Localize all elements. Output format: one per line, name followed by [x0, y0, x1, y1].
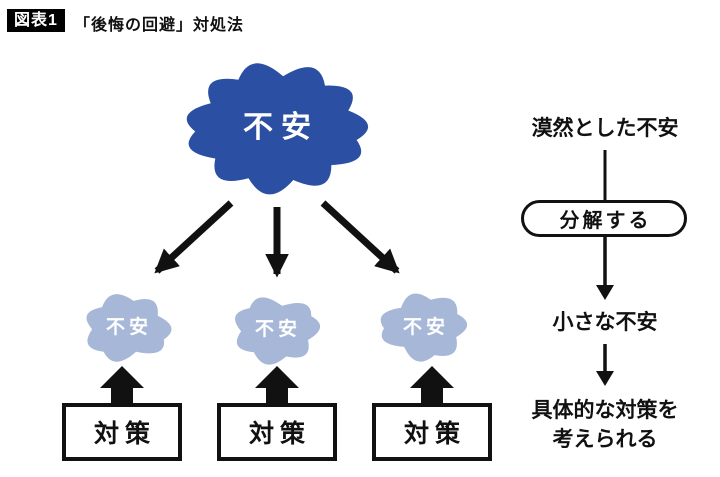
up-arrow-center-icon — [255, 366, 299, 404]
small-anxiety-cloud-1 — [86, 294, 172, 362]
up-arrow-left-icon — [100, 366, 144, 404]
flow-step-small-anxiety: 小さな不安 — [552, 311, 658, 334]
measure-box-label-3: 対策 — [403, 420, 466, 448]
small-cloud-label-1: 不安 — [105, 317, 152, 338]
big-anxiety-cloud — [186, 63, 369, 195]
measure-box-2: 対策 — [217, 403, 337, 461]
measure-box-1: 対策 — [62, 403, 182, 461]
split-arrow-left-icon — [154, 200, 234, 274]
split-arrow-right-icon — [320, 200, 400, 274]
flow-step-vague-anxiety: 漠然とした不安 — [531, 117, 679, 140]
small-cloud-label-3: 不安 — [402, 317, 449, 338]
flow-action-decompose: 分解する — [521, 200, 687, 237]
small-anxiety-cloud-3 — [380, 293, 468, 362]
measure-box-label-2: 対策 — [248, 420, 311, 448]
measure-box-label-1: 対策 — [93, 420, 156, 448]
flow-action-label: 分解する — [559, 210, 652, 232]
small-cloud-label-2: 不安 — [254, 319, 301, 340]
small-anxiety-cloud-2 — [235, 297, 321, 365]
flow-arrow-2-head-icon — [596, 371, 614, 386]
figure-title: 「後悔の回避」対処法 — [74, 17, 245, 34]
up-arrow-right-icon — [410, 366, 454, 404]
measure-box-3: 対策 — [372, 403, 492, 461]
flow-step-concrete-measures: 具体的な対策を 考えられる — [531, 399, 679, 451]
big-cloud-label: 不安 — [243, 111, 319, 144]
flow-arrow-1-head-icon — [596, 285, 614, 300]
figure-number-badge: 図表1 — [7, 9, 65, 32]
